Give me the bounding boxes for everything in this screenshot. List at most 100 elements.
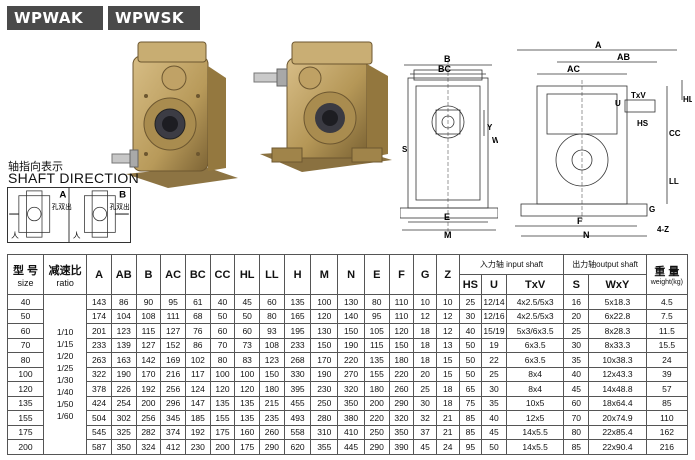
shaft-label-b: B bbox=[119, 190, 126, 201]
table-cell: 115 bbox=[363, 337, 390, 353]
table-cell: 350 bbox=[337, 395, 365, 411]
table-cell: 282 bbox=[135, 424, 162, 440]
table-cell: 90 bbox=[135, 294, 162, 310]
dim-label-m: M bbox=[444, 230, 452, 240]
table-cell: 12x43.3 bbox=[588, 366, 647, 382]
table-cell: 32 bbox=[413, 410, 437, 426]
table-cell: 12x5 bbox=[505, 410, 565, 426]
table-cell: 200 bbox=[209, 439, 236, 455]
table-cell: 15 bbox=[435, 366, 460, 382]
table-cell: 13 bbox=[435, 337, 460, 353]
table-cell: 123 bbox=[259, 352, 285, 368]
table-cell: 325 bbox=[110, 424, 137, 440]
header-dim-cc: CC bbox=[209, 254, 236, 295]
table-cell: 175 bbox=[7, 424, 44, 440]
table-cell: 60 bbox=[563, 395, 590, 411]
table-cell: 45 bbox=[563, 381, 590, 397]
table-cell: 110 bbox=[388, 308, 415, 324]
table-cell: 150 bbox=[259, 366, 285, 382]
table-cell: 455 bbox=[283, 395, 312, 411]
table-cell: 110 bbox=[388, 294, 415, 310]
table-cell: 120 bbox=[209, 381, 236, 397]
table-cell: 50 bbox=[234, 308, 261, 324]
dim-label-a: A bbox=[595, 40, 602, 50]
ratio-value: 1/20 bbox=[56, 351, 74, 362]
table-cell: 620 bbox=[283, 439, 312, 455]
gearbox-photo-1 bbox=[111, 41, 238, 188]
header-dim-e: E bbox=[363, 254, 390, 295]
dim-label-w: W bbox=[492, 136, 498, 145]
header-dim-z: Z bbox=[435, 254, 460, 295]
table-cell: 180 bbox=[388, 352, 415, 368]
table-cell: 45 bbox=[234, 294, 261, 310]
table-cell: 14x5.5 bbox=[505, 424, 565, 440]
table-cell: 190 bbox=[110, 366, 137, 382]
dim-label-bc: BC bbox=[438, 64, 451, 74]
header-input-shaft: 入力轴 input shaft bbox=[458, 254, 565, 275]
table-cell: 100 bbox=[310, 294, 339, 310]
header-dim-ab: AB bbox=[110, 254, 137, 295]
table-cell: 230 bbox=[184, 439, 211, 455]
header-dim-m: M bbox=[310, 254, 339, 295]
table-cell: 25 bbox=[413, 381, 437, 397]
table-cell: 70 bbox=[209, 337, 236, 353]
table-cell: 45 bbox=[481, 424, 507, 440]
table-cell: 123 bbox=[110, 323, 137, 339]
ratio-value: 1/60 bbox=[56, 411, 74, 422]
shaft-person-b: 人 bbox=[73, 231, 81, 240]
table-cell: 73 bbox=[234, 337, 261, 353]
table-cell: 270 bbox=[337, 366, 365, 382]
table-cell: 40 bbox=[458, 323, 483, 339]
table-cell: 11.5 bbox=[645, 323, 689, 339]
table-cell: 8x33.3 bbox=[588, 337, 647, 353]
table-cell: 70 bbox=[7, 337, 44, 353]
table-cell: 45 bbox=[413, 439, 437, 455]
dim-label-s: S bbox=[402, 145, 408, 154]
table-cell: 143 bbox=[86, 294, 112, 310]
table-cell: 50 bbox=[209, 308, 236, 324]
table-cell: 192 bbox=[184, 424, 211, 440]
dim-label-g: G bbox=[649, 205, 655, 214]
table-cell: 256 bbox=[135, 410, 162, 426]
table-cell: 16 bbox=[563, 294, 590, 310]
table-cell: 254 bbox=[110, 395, 137, 411]
ratio-value: 1/25 bbox=[56, 363, 74, 374]
table-cell: 220 bbox=[337, 352, 365, 368]
header-dim-bc: BC bbox=[184, 254, 211, 295]
drawing-front-view: B BC Y W S E M bbox=[400, 54, 498, 240]
ratio-value: 1/15 bbox=[56, 339, 74, 350]
table-cell: 93 bbox=[259, 323, 285, 339]
table-cell: 35 bbox=[563, 352, 590, 368]
table-cell: 12 bbox=[435, 308, 460, 324]
table-cell: 6x3.5 bbox=[505, 352, 565, 368]
table-cell: 152 bbox=[160, 337, 186, 353]
table-cell: 174 bbox=[86, 308, 112, 324]
table-cell: 5x3/6x3.5 bbox=[505, 323, 565, 339]
table-cell: 108 bbox=[135, 308, 162, 324]
table-cell: 22 bbox=[481, 352, 507, 368]
table-cell: 12/16 bbox=[481, 308, 507, 324]
table-cell: 380 bbox=[337, 410, 365, 426]
ratio-value: 1/50 bbox=[56, 399, 74, 410]
ratio-value: 1/10 bbox=[56, 327, 74, 338]
table-cell: 40 bbox=[563, 366, 590, 382]
table-cell: 324 bbox=[135, 439, 162, 455]
table-cell: 24 bbox=[435, 439, 460, 455]
table-cell: 320 bbox=[388, 410, 415, 426]
drawing-side-view: A AB AC TxV HL U HS CC LL G 4-Z F N bbox=[515, 40, 692, 240]
table-cell: 310 bbox=[310, 424, 339, 440]
table-cell: 150 bbox=[337, 323, 365, 339]
table-cell: 12/14 bbox=[481, 294, 507, 310]
table-cell: 165 bbox=[283, 308, 312, 324]
table-cell: 50 bbox=[7, 308, 44, 324]
shaft-label-a: A bbox=[59, 190, 66, 201]
table-cell: 424 bbox=[86, 395, 112, 411]
table-cell: 155 bbox=[363, 366, 390, 382]
table-cell: 216 bbox=[645, 439, 689, 455]
table-cell: 40 bbox=[481, 410, 507, 426]
table-cell: 230 bbox=[310, 381, 339, 397]
table-cell: 25 bbox=[481, 366, 507, 382]
